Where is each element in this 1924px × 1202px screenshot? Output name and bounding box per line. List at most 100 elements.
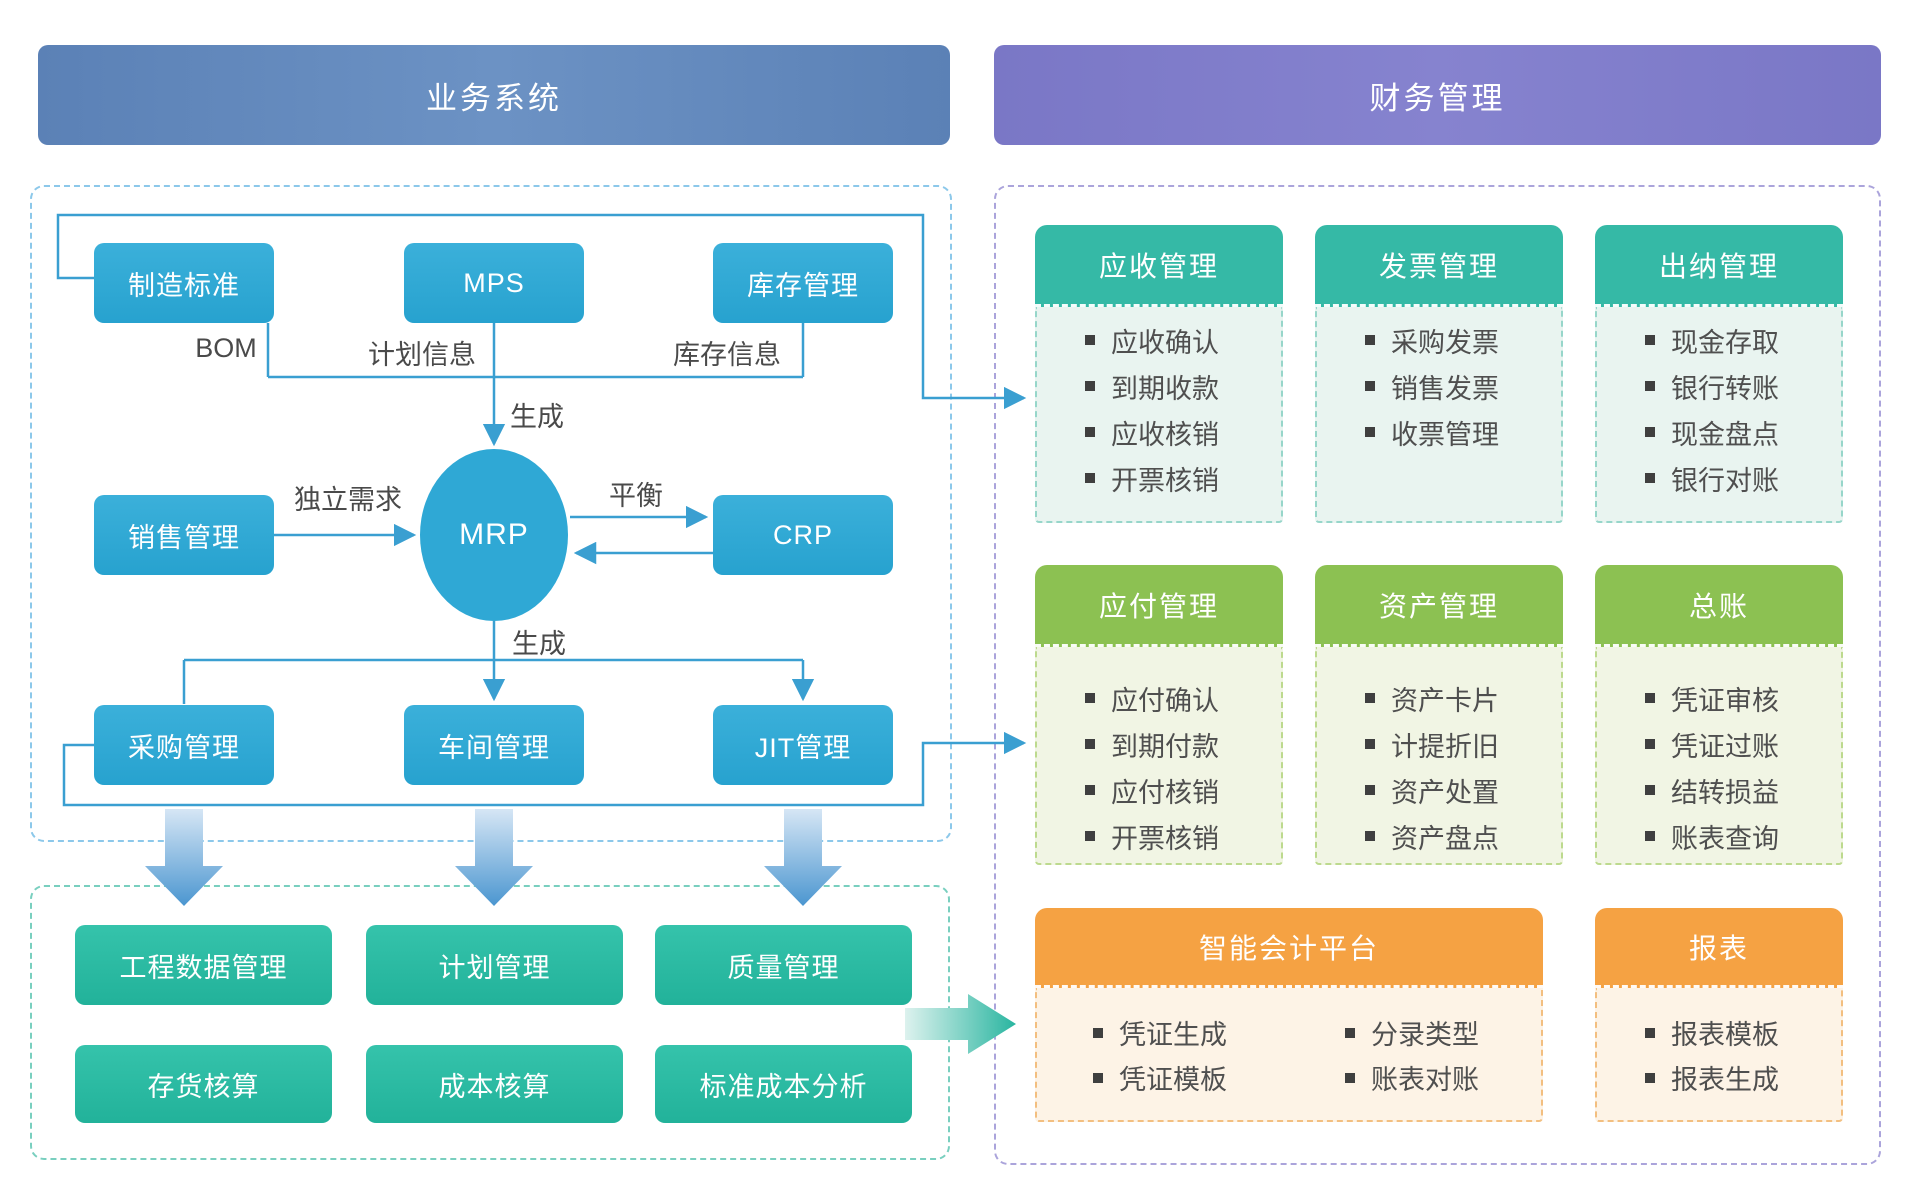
square-bullet-icon <box>1085 381 1095 391</box>
list-item: 资产卡片 <box>1317 675 1561 721</box>
list-item: 应收确认 <box>1037 317 1281 363</box>
module-inventory-accounting: 存货核算 <box>75 1045 332 1123</box>
square-bullet-icon <box>1645 1027 1655 1038</box>
connector-to-payables-arrow <box>62 731 1027 807</box>
list-item: 计提折旧 <box>1317 721 1561 767</box>
list-item: 资产盘点 <box>1317 813 1561 859</box>
list-item: 凭证生成 <box>1037 1010 1289 1055</box>
list-item: 开票核销 <box>1037 813 1281 859</box>
card-title: 应付管理 <box>1035 565 1283 647</box>
list-item: 现金存取 <box>1597 317 1841 363</box>
list-item: 资产处置 <box>1317 767 1561 813</box>
card-general-ledger: 总账 凭证审核 凭证过账 结转损益 账表查询 <box>1595 565 1843 865</box>
square-bullet-icon <box>1645 739 1655 749</box>
list-item: 现金盘点 <box>1597 409 1841 455</box>
label-balance: 平衡 <box>609 481 663 511</box>
card-title: 资产管理 <box>1315 565 1563 647</box>
finance-modules-container <box>994 185 1881 1165</box>
card-invoices: 发票管理 采购发票 销售发票 收票管理 <box>1315 225 1563 523</box>
list-item: 分录类型 <box>1289 1010 1541 1055</box>
connector-to-receivables-arrow <box>56 213 1027 410</box>
card-smart-accounting-platform: 智能会计平台 凭证生成 凭证模板 分录类型 账表对账 <box>1035 908 1543 1122</box>
list-item: 报表生成 <box>1597 1055 1841 1100</box>
list-item: 收票管理 <box>1317 409 1561 455</box>
module-quality-management: 质量管理 <box>655 925 912 1005</box>
list-item: 销售发票 <box>1317 363 1561 409</box>
square-bullet-icon <box>1645 427 1655 437</box>
node-sales-management: 销售管理 <box>94 495 274 575</box>
list-item: 到期收款 <box>1037 363 1281 409</box>
square-bullet-icon <box>1365 693 1375 703</box>
list-item: 银行对账 <box>1597 455 1841 501</box>
node-inventory-management: 库存管理 <box>713 243 893 323</box>
card-title: 智能会计平台 <box>1035 908 1543 988</box>
card-title: 总账 <box>1595 565 1843 647</box>
list-item: 到期付款 <box>1037 721 1281 767</box>
square-bullet-icon <box>1085 831 1095 841</box>
finance-management-header: 财务管理 <box>994 45 1881 145</box>
square-bullet-icon <box>1645 693 1655 703</box>
square-bullet-icon <box>1645 335 1655 345</box>
node-workshop-management: 车间管理 <box>404 705 584 785</box>
card-payables: 应付管理 应付确认 到期付款 应付核销 开票核销 <box>1035 565 1283 865</box>
list-item: 银行转账 <box>1597 363 1841 409</box>
square-bullet-icon <box>1365 831 1375 841</box>
list-item: 账表查询 <box>1597 813 1841 859</box>
node-mps: MPS <box>404 243 584 323</box>
square-bullet-icon <box>1365 427 1375 437</box>
label-bom: BOM <box>195 333 257 363</box>
square-bullet-icon <box>1085 335 1095 345</box>
list-item: 凭证模板 <box>1037 1055 1289 1100</box>
list-item: 结转损益 <box>1597 767 1841 813</box>
node-purchase-management: 采购管理 <box>94 705 274 785</box>
card-receivables: 应收管理 应收确认 到期收款 应收核销 开票核销 <box>1035 225 1283 523</box>
square-bullet-icon <box>1645 473 1655 483</box>
square-bullet-icon <box>1345 1072 1355 1083</box>
to-smart-accounting-arrow <box>905 994 1016 1054</box>
card-reports: 报表 报表模板 报表生成 <box>1595 908 1843 1122</box>
square-bullet-icon <box>1365 335 1375 345</box>
list-item: 应收核销 <box>1037 409 1281 455</box>
list-item: 开票核销 <box>1037 455 1281 501</box>
square-bullet-icon <box>1085 427 1095 437</box>
node-manufacturing-standard: 制造标准 <box>94 243 274 323</box>
node-jit-management: JIT管理 <box>713 705 893 785</box>
card-title: 报表 <box>1595 908 1843 988</box>
module-engineering-data: 工程数据管理 <box>75 925 332 1005</box>
list-item: 应付核销 <box>1037 767 1281 813</box>
square-bullet-icon <box>1365 785 1375 795</box>
list-item: 账表对账 <box>1289 1055 1541 1100</box>
square-bullet-icon <box>1645 831 1655 841</box>
square-bullet-icon <box>1365 381 1375 391</box>
purchase-flow-down-arrow <box>145 809 223 906</box>
workshop-flow-down-arrow <box>455 809 533 906</box>
card-cashier: 出纳管理 现金存取 银行转账 现金盘点 银行对账 <box>1595 225 1843 523</box>
jit-flow-down-arrow <box>764 809 842 906</box>
square-bullet-icon <box>1085 785 1095 795</box>
square-bullet-icon <box>1645 785 1655 795</box>
module-standard-cost-analysis: 标准成本分析 <box>655 1045 912 1123</box>
square-bullet-icon <box>1645 1072 1655 1083</box>
square-bullet-icon <box>1645 381 1655 391</box>
square-bullet-icon <box>1085 739 1095 749</box>
card-title: 出纳管理 <box>1595 225 1843 307</box>
label-inventory-info: 库存信息 <box>673 340 781 370</box>
square-bullet-icon <box>1365 739 1375 749</box>
label-generate-bottom: 生成 <box>512 629 566 659</box>
square-bullet-icon <box>1085 473 1095 483</box>
module-cost-accounting: 成本核算 <box>366 1045 623 1123</box>
square-bullet-icon <box>1093 1027 1103 1038</box>
module-plan-management: 计划管理 <box>366 925 623 1005</box>
card-title: 发票管理 <box>1315 225 1563 307</box>
list-item: 应付确认 <box>1037 675 1281 721</box>
card-assets: 资产管理 资产卡片 计提折旧 资产处置 资产盘点 <box>1315 565 1563 865</box>
label-plan-info: 计划信息 <box>368 340 476 370</box>
list-item: 凭证过账 <box>1597 721 1841 767</box>
node-crp: CRP <box>713 495 893 575</box>
card-title: 应收管理 <box>1035 225 1283 307</box>
list-item: 凭证审核 <box>1597 675 1841 721</box>
list-item: 采购发票 <box>1317 317 1561 363</box>
square-bullet-icon <box>1345 1027 1355 1038</box>
